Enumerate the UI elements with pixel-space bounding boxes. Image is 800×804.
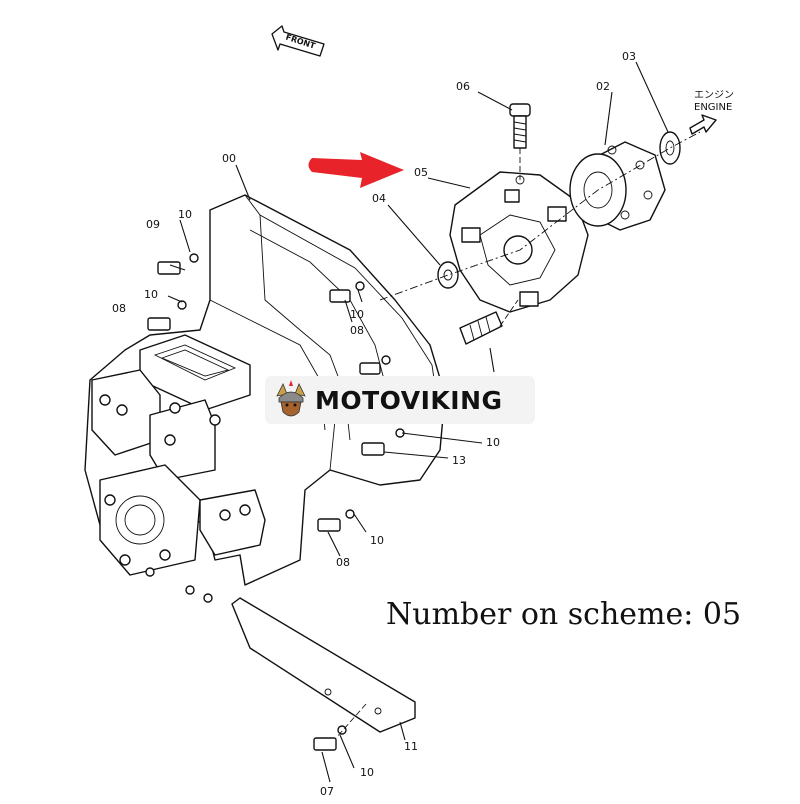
center-lines (335, 131, 701, 739)
washer-03 (659, 131, 681, 165)
callout-08-left: 08 (112, 302, 126, 315)
engine-direction-arrow (689, 114, 717, 135)
red-arrow-pointer (308, 152, 404, 188)
bolt-lower (459, 311, 503, 345)
leader-lines (167, 61, 669, 783)
cover-plate-11 (231, 597, 416, 733)
engine-label-block: エンジン ENGINE (694, 90, 734, 114)
callout-11: 11 (404, 740, 418, 753)
viking-logo-icon (276, 380, 306, 417)
callout-10-b: 10 (144, 288, 158, 301)
callout-08-bottom: 08 (336, 556, 350, 569)
callout-08-mid: 08 (350, 324, 364, 337)
brand-name: MOTOVIKING (315, 385, 503, 415)
bolt-06 (509, 103, 531, 149)
callout-10-a: 10 (178, 208, 192, 221)
coupling-05 (449, 171, 589, 313)
fasteners (147, 253, 405, 751)
engine-label-en: ENGINE (694, 102, 733, 113)
callout-10-f: 10 (360, 766, 374, 779)
motoviking-watermark: MOTOVIKING (265, 376, 535, 424)
callout-10-d: 10 (486, 436, 500, 449)
callout-02: 02 (596, 80, 610, 93)
callout-10-e: 10 (370, 534, 384, 547)
engine-label-jp: エンジン (694, 90, 734, 101)
washer-04 (437, 261, 459, 289)
callout-03: 03 (622, 50, 636, 63)
callout-13: 13 (452, 454, 466, 467)
callout-09: 09 (146, 218, 160, 231)
hub-02 (569, 141, 666, 231)
callout-04: 04 (372, 192, 386, 205)
front-direction-tag: FRONT (271, 25, 325, 57)
callout-07: 07 (320, 785, 334, 798)
callout-00: 00 (222, 152, 236, 165)
callout-06: 06 (456, 80, 470, 93)
callout-10-c: 10 (350, 308, 364, 321)
callout-05: 05 (414, 166, 428, 179)
scheme-caption: Number on scheme: 05 (386, 597, 742, 632)
